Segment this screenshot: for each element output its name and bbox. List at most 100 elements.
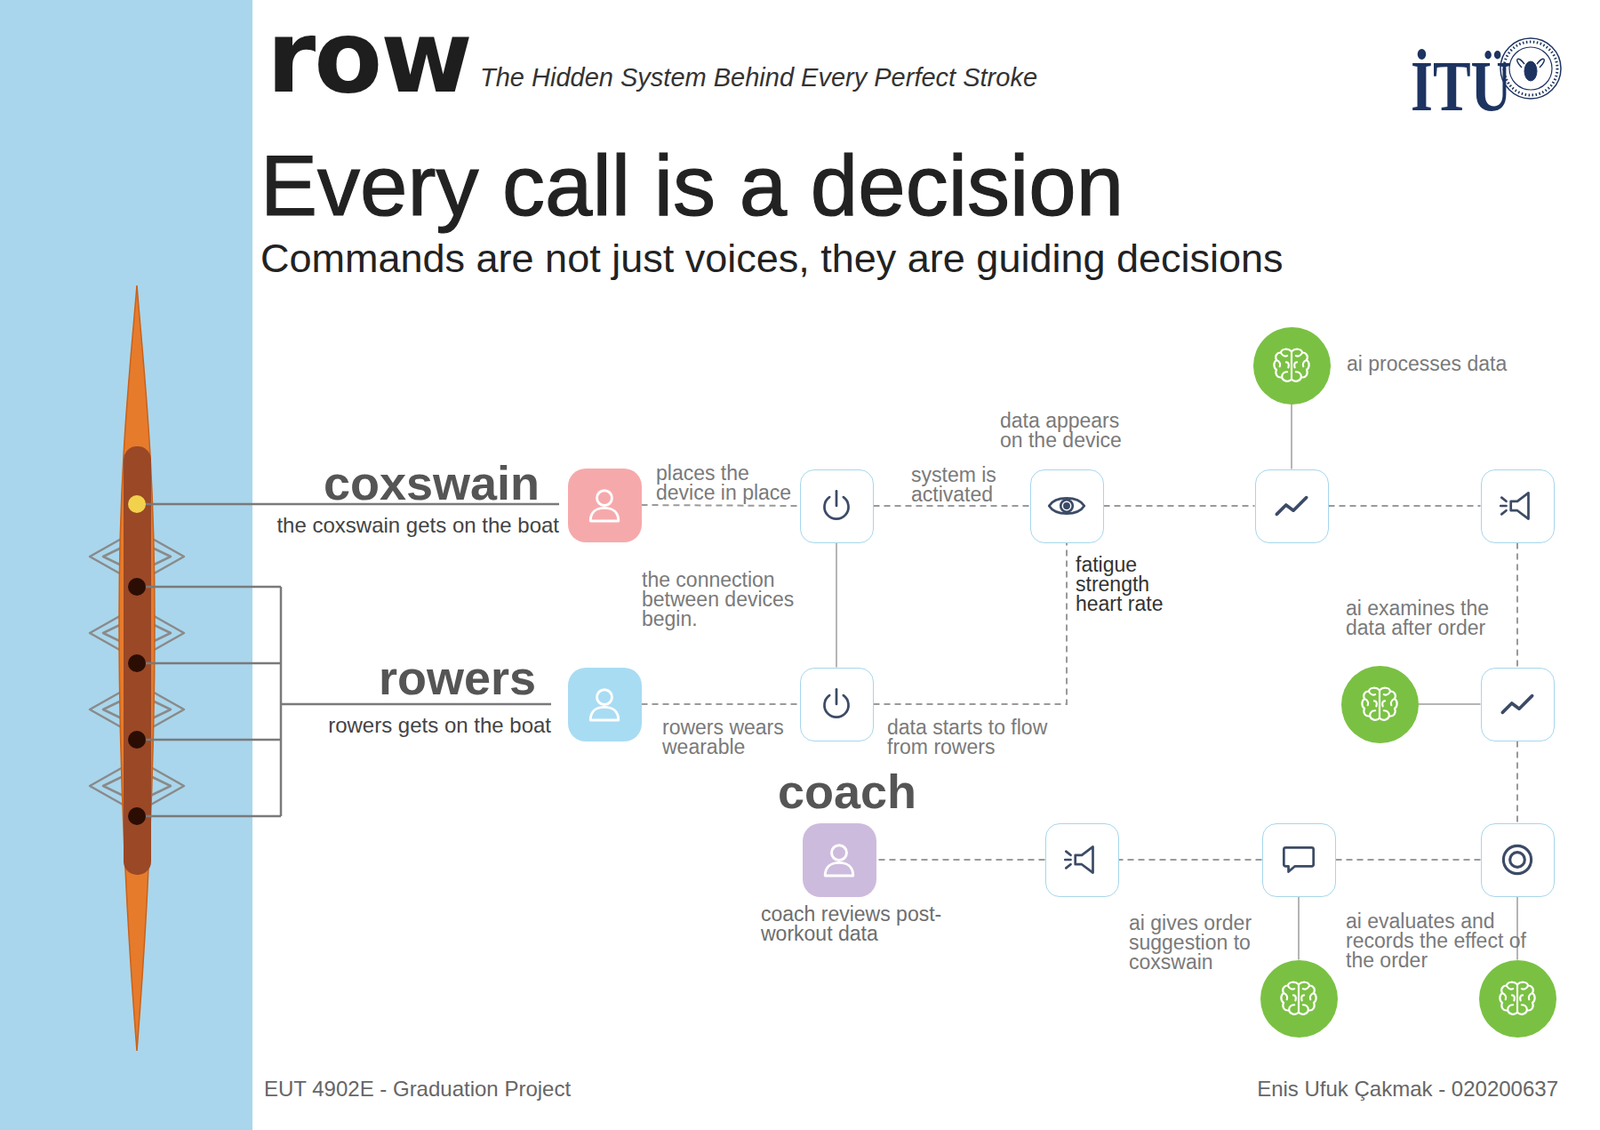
power-icon: [814, 681, 859, 727]
eye-icon: [1044, 483, 1089, 528]
device-icon-box: [1045, 823, 1120, 897]
brain-icon: [1265, 339, 1318, 392]
bracket: [280, 586, 283, 816]
power-bar: [835, 688, 839, 704]
brain-lobe: [1298, 982, 1317, 1015]
person-head: [597, 490, 613, 506]
footer-note: EUT 4902E - Graduation Project: [264, 1077, 709, 1101]
icon-strokes: [1283, 847, 1313, 872]
dashed-connector: [641, 504, 800, 506]
brain-lobe: [1499, 982, 1518, 1015]
rigger: [89, 766, 125, 806]
solid-connector: [1290, 404, 1293, 470]
university-logo: İTÜ: [1410, 51, 1589, 123]
ai-brain-circle: ai evaluates and records the effect of t…: [1479, 960, 1557, 1038]
brain-icon: [1353, 678, 1406, 730]
ai-brain-circle: ai processes data: [1253, 327, 1331, 405]
icon-strokes: [1502, 696, 1532, 713]
power-icon: [814, 483, 859, 528]
person-shoulders: [824, 862, 854, 876]
brain-folds: [1364, 691, 1377, 717]
leader-line: [136, 738, 281, 742]
edge-label: the connection between devices begin.: [641, 569, 802, 629]
device-icon-box: [800, 469, 874, 544]
person-head: [597, 689, 613, 705]
page-title: Every call is a decision: [260, 143, 1550, 229]
target-ring: [1510, 852, 1526, 868]
brain-lobe: [1379, 688, 1398, 720]
rower-seat: [128, 807, 146, 825]
icon-strokes: [590, 490, 619, 521]
ai-brain-circle: ai examines the data after order: [1341, 665, 1419, 744]
sound-lines: [1064, 851, 1071, 869]
rower-seat: [128, 730, 146, 749]
icon-strokes: [1361, 688, 1397, 720]
node-text: ai processes data: [1346, 353, 1578, 374]
dashed-connector: [1516, 543, 1519, 668]
icon-strokes: [1503, 845, 1531, 873]
node-text: ai gives order suggestion to coxswain: [1128, 912, 1272, 972]
icon-strokes: [824, 688, 848, 717]
node-text: ai examines the data after order: [1345, 598, 1524, 638]
role-heading: rowers: [162, 653, 536, 702]
eye-iris: [1060, 499, 1073, 512]
page-subtitle: Commands are not just voices, they are g…: [260, 238, 1576, 279]
brain-folds: [1520, 985, 1533, 1011]
seal-lettering: [1504, 41, 1558, 96]
eye-pupil: [1064, 503, 1069, 508]
speaker-icon: [1059, 837, 1104, 882]
chart-icon: [1269, 483, 1314, 528]
seal-ring: [1509, 47, 1552, 90]
trend-line: [1502, 696, 1532, 713]
device-icon-box: [1255, 469, 1329, 544]
icon-strokes: [590, 689, 619, 720]
metric-list: fatigue strength heart rate: [1075, 554, 1178, 614]
brain-folds: [1283, 985, 1296, 1011]
rower-seat: [128, 654, 146, 672]
icon-strokes: [1500, 492, 1528, 519]
brain-lobe: [1291, 349, 1310, 382]
device-icon-box: data appears on the device: [1030, 469, 1104, 544]
edge-label: places the device in place: [656, 463, 808, 503]
dashed-connector: [1119, 858, 1263, 861]
device-icon-box: [1480, 823, 1555, 897]
target-icon: [1495, 837, 1540, 882]
brain-lobe: [1280, 982, 1299, 1015]
rigger: [149, 766, 184, 806]
icon-strokes: [1280, 982, 1316, 1015]
brain-lobe: [1273, 349, 1292, 382]
megaphone: [1511, 492, 1529, 519]
brain-folds: [1276, 352, 1289, 378]
node-text: rowers gets on the boat: [160, 713, 552, 737]
person-head: [832, 845, 848, 861]
device-icon-box: [800, 667, 874, 742]
dashed-connector: [1328, 504, 1481, 507]
footer-author: Enis Ufuk Çakmak - 020200637: [1096, 1077, 1559, 1101]
person-icon: [580, 480, 629, 529]
dashed-connector: [1104, 504, 1256, 507]
solid-connector: [1297, 896, 1300, 960]
solid-connector: [1418, 703, 1481, 705]
icon-strokes: [1276, 497, 1306, 515]
leader-line: [136, 585, 281, 589]
solid-connector: [835, 543, 838, 668]
role-icon-box: coxswainthe coxswain gets on the boat: [568, 468, 642, 543]
dashed-connector: [1516, 741, 1519, 824]
edge-label: rowers wears wearable: [662, 717, 796, 757]
chart-icon: [1495, 681, 1540, 727]
icon-strokes: [1064, 846, 1093, 872]
person-shoulders: [590, 706, 619, 720]
brain-folds: [1301, 985, 1314, 1011]
person-icon: [580, 680, 629, 728]
icon-strokes: [1499, 982, 1535, 1015]
dashed-connector: [876, 858, 1046, 861]
node-text: coach reviews post-workout data: [760, 904, 952, 944]
target-ring: [1503, 845, 1531, 873]
chat-icon: [1276, 837, 1321, 882]
speaker-icon: [1495, 483, 1540, 528]
icon-strokes: [1273, 349, 1309, 382]
device-icon-box: [1480, 667, 1555, 742]
brain-icon: [1491, 972, 1544, 1024]
bracket-lines: [136, 504, 560, 816]
